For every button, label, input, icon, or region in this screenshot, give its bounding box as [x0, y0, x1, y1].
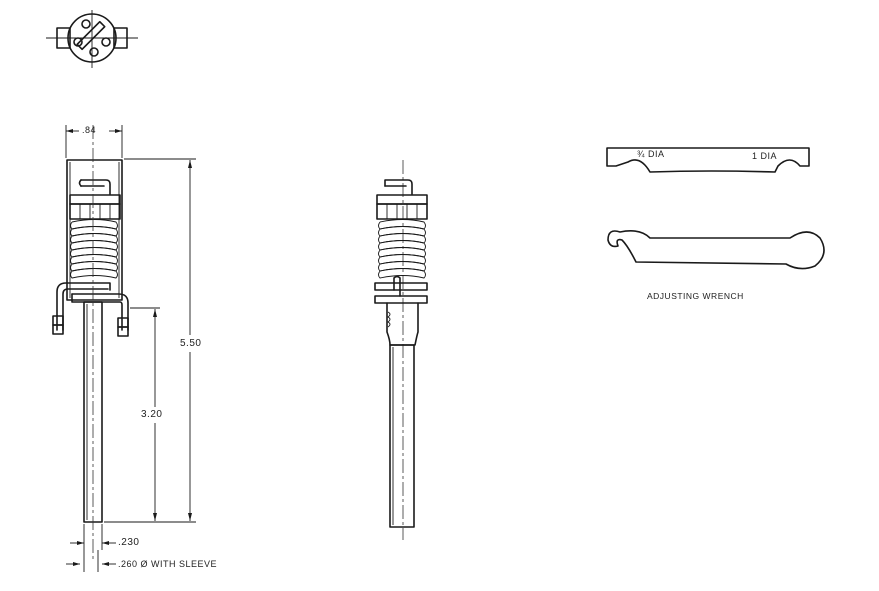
wrench-label-one-dia: 1 DIA [752, 151, 778, 161]
dimension-overall-height: 5.50 [180, 338, 202, 349]
adjusting-wrench-drawing [606, 147, 825, 270]
side-view-center [374, 160, 428, 540]
wrench-caption: ADJUSTING WRENCH [647, 291, 744, 301]
dimension-tube-diameter: .230 [118, 537, 140, 548]
dimension-tube-length: 3.20 [141, 409, 163, 420]
side-view-left [52, 125, 196, 572]
dimension-sleeve-diameter: .260 Ø WITH SLEEVE [118, 559, 218, 569]
dimension-width-top: .84 [82, 125, 97, 135]
end-view-bushing [46, 10, 138, 68]
wrench-label-three-quarter-dia: ¾ DIA [637, 149, 665, 159]
